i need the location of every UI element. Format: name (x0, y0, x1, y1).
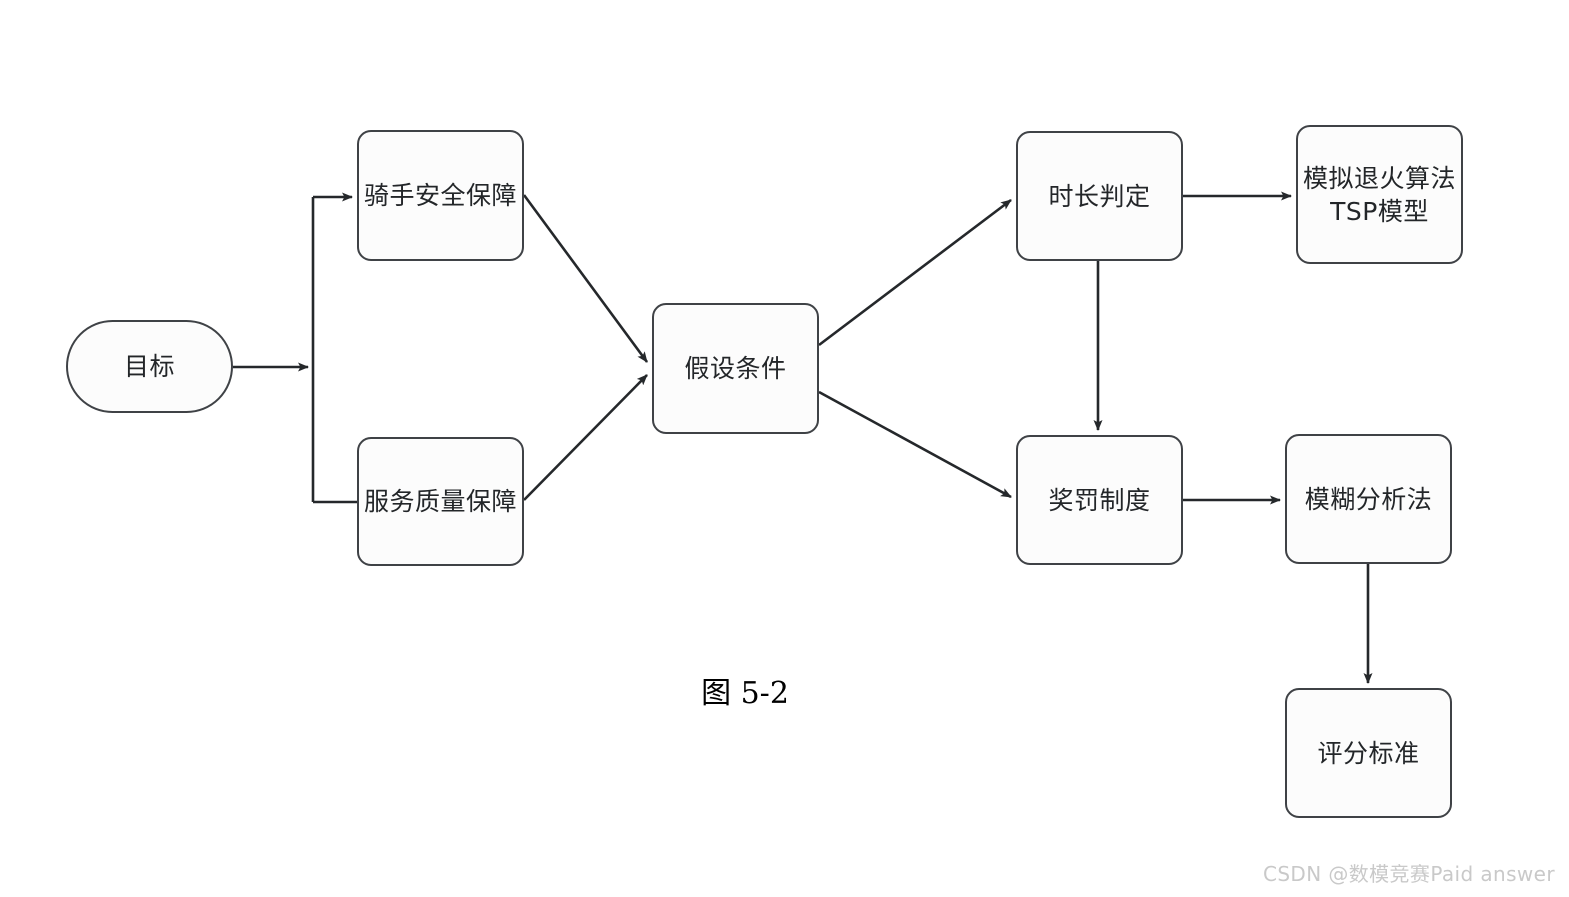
edge-service-to-assumptions (523, 374, 648, 501)
node-scoring-criteria-label: 评分标准 (1317, 738, 1420, 768)
node-assumptions[interactable]: 假设条件 (652, 303, 819, 434)
node-duration-judgment[interactable]: 时长判定 (1016, 131, 1183, 261)
node-assumptions-label: 假设条件 (684, 354, 787, 383)
edge-rider-to-assumptions (522, 194, 649, 363)
node-service-quality-label: 服务质量保障 (363, 487, 517, 516)
node-service-quality[interactable]: 服务质量保障 (357, 437, 524, 566)
edge-assumptions-to-reward (818, 390, 1012, 499)
node-rider-safety-label: 骑手安全保障 (363, 181, 517, 210)
node-rider-safety[interactable]: 骑手安全保障 (357, 130, 524, 261)
edge-assumptions-to-duration (818, 198, 1012, 347)
node-reward-penalty[interactable]: 奖罚制度 (1016, 435, 1183, 565)
node-reward-penalty-label: 奖罚制度 (1048, 485, 1151, 515)
node-scoring-criteria[interactable]: 评分标准 (1285, 688, 1452, 818)
node-fuzzy-analysis-label: 模糊分析法 (1304, 484, 1433, 514)
node-goal[interactable]: 目标 (66, 320, 233, 413)
node-goal-label: 目标 (123, 352, 175, 381)
watermark: CSDN @数模竞赛Paid answer (1262, 862, 1555, 886)
node-annealing-tsp[interactable]: 模拟退火算法 TSP模型 (1296, 125, 1463, 264)
node-fuzzy-analysis[interactable]: 模糊分析法 (1285, 434, 1452, 564)
figure-caption: 图 5-2 (701, 676, 789, 711)
node-duration-judgment-label: 时长判定 (1048, 181, 1151, 211)
node-annealing-tsp-label: 模拟退火算法 TSP模型 (1302, 163, 1456, 226)
